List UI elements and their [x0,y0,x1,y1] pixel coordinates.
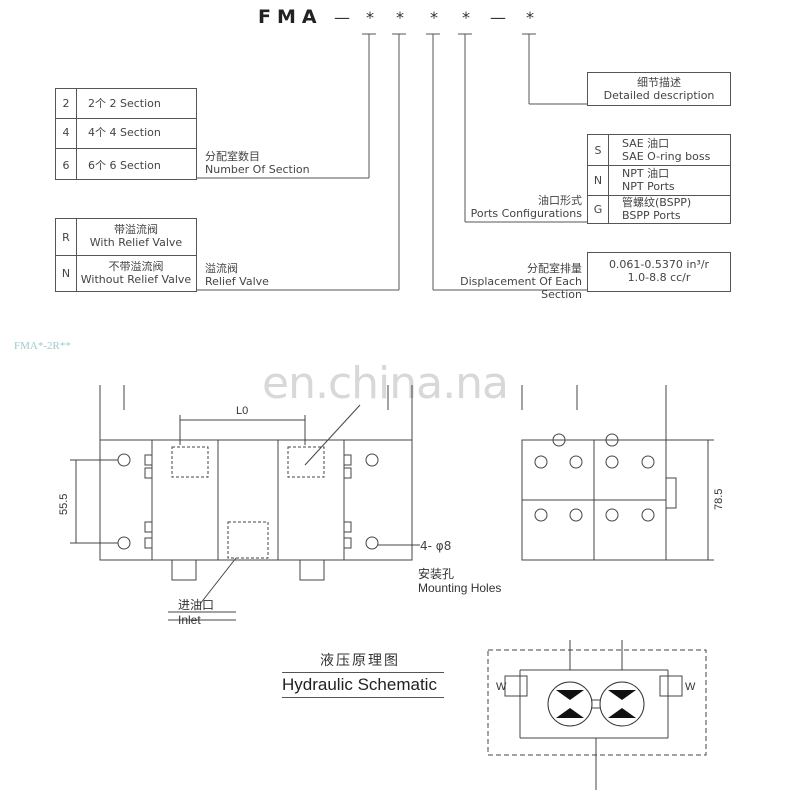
relief-value-n-cn: 不带溢流阀 [108,260,164,273]
mounting-cn: 安装孔 [418,567,455,581]
code-star-3: * [430,8,438,27]
ports-label: 油口形式 Ports Configurations [470,194,582,220]
code-star-5: * [526,8,534,27]
schematic-title: 液压原理图 Hydraulic Schematic [282,650,444,698]
code-star-1: * [366,8,374,27]
displacement-box: 0.061-0.5370 in³/r 1.0-8.8 cc/r [587,252,731,292]
ports-table: S SAE 油口 SAE O-ring boss N NPT 油口 NPT Po… [587,134,731,224]
drawing-subtitle: FMA*-2R** [14,340,71,352]
ports-key-n: N [593,174,603,187]
section-key-4: 4 [62,126,70,139]
model-code: FMA [258,6,323,28]
ports-value-g-2: BSPP Ports [622,209,681,222]
description-text: 细节描述 Detailed description [588,76,730,102]
ports-label-cn: 油口形式 [538,194,582,207]
dim-785: 78.5 [713,489,725,510]
ports-key-g: G [593,203,603,216]
displacement-line2: 1.0-8.8 cc/r [627,271,691,284]
motor-left [547,681,593,727]
schematic-w-right: W [685,681,696,693]
description-cn: 细节描述 [637,76,681,89]
schematic-title-en: Hydraulic Schematic [282,675,437,694]
displacement-label-en: Displacement Of Each Section [460,275,582,301]
relief-key-r: R [62,231,70,244]
ports-value-s-2: SAE O-ring boss [622,150,711,163]
motor-right [599,681,645,727]
section-value-4: 4个 4 Section [88,126,161,139]
displacement-values: 0.061-0.5370 in³/r 1.0-8.8 cc/r [588,258,730,284]
relief-value-n: 不带溢流阀 Without Relief Valve [76,260,196,286]
model-code-prefix: FMA [258,6,323,28]
code-dash-2: — [490,8,506,27]
section-value-6: 6个 6 Section [88,159,161,172]
inlet-en: Inlet [178,613,201,627]
ports-value-s-1: SAE 油口 [622,137,670,150]
section-value-2: 2个 2 Section [88,97,161,110]
front-view-body [99,439,413,561]
displacement-label: 分配室排量 Displacement Of Each Section [420,262,582,301]
ports-value-n: NPT 油口 NPT Ports [622,167,675,193]
section-count-label-cn: 分配室数目 [205,150,260,163]
description-box: 细节描述 Detailed description [587,72,731,106]
inlet-label: 进油口 Inlet [178,598,214,628]
ports-value-n-1: NPT 油口 [622,167,670,180]
displacement-label-cn: 分配室排量 [527,262,582,275]
inlet-cn: 进油口 [178,598,215,612]
relief-value-r: 带溢流阀 With Relief Valve [76,223,196,249]
relief-value-r-en: With Relief Valve [89,236,183,249]
schematic-w-left: W [496,681,507,693]
section-count-label: 分配室数目 Number Of Section [205,150,310,176]
relief-valve-label: 溢流阀 Relief Valve [205,262,269,288]
ports-key-s: S [594,144,602,157]
description-en: Detailed description [603,89,715,102]
mounting-en: Mounting Holes [418,581,502,595]
dim-l0: L0 [236,405,248,417]
code-dash-1: — [334,8,350,27]
code-star-4: * [462,8,470,27]
section-count-table: 2 2个 2 Section 4 4个 4 Section 6 6个 6 Sec… [55,88,197,180]
mounting-label: 安装孔 Mounting Holes [418,567,501,595]
code-star-2: * [396,8,404,27]
relief-value-n-en: Without Relief Valve [80,273,192,286]
relief-value-r-cn: 带溢流阀 [114,223,158,236]
schematic-title-cn: 液压原理图 [320,653,400,669]
dim-55: 55.5 [58,494,70,515]
displacement-line1: 0.061-0.5370 in³/r [608,258,710,271]
section-key-6: 6 [62,159,70,172]
relief-valve-table: R 带溢流阀 With Relief Valve N 不带溢流阀 Without… [55,218,197,292]
ports-value-g-1: 管螺纹(BSPP) [622,196,692,209]
section-count-label-en: Number Of Section [205,163,310,176]
relief-valve-label-en: Relief Valve [205,275,269,288]
relief-valve-label-cn: 溢流阀 [205,262,238,275]
watermark: en.china.na [262,358,509,409]
ports-label-en: Ports Configurations [470,207,582,220]
ports-value-s: SAE 油口 SAE O-ring boss [622,137,710,163]
hole-spec: 4- φ8 [420,539,452,553]
section-key-2: 2 [62,97,70,110]
relief-key-n: N [61,267,71,280]
ports-value-n-2: NPT Ports [622,180,675,193]
ports-value-g: 管螺纹(BSPP) BSPP Ports [622,196,691,222]
